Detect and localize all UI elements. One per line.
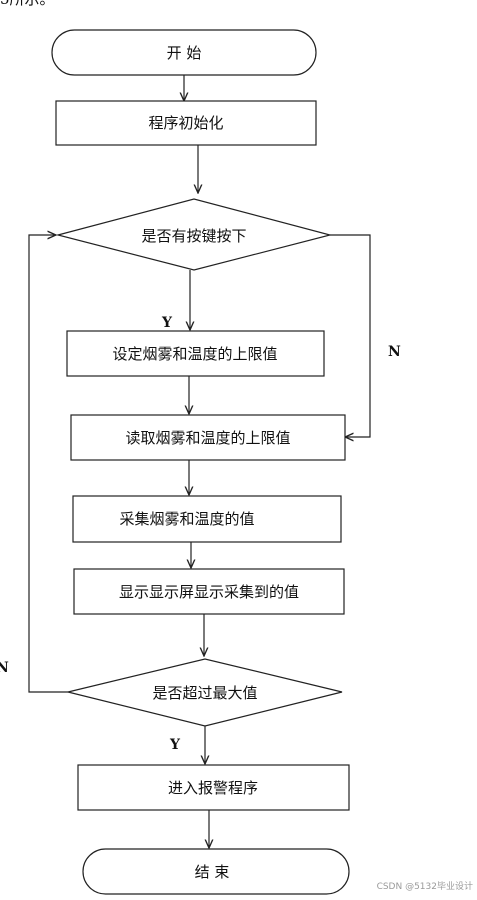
start-label: 开 始 — [167, 44, 202, 62]
init-label: 程序初始化 — [148, 114, 223, 132]
key-yes-label: Y — [161, 315, 173, 331]
alarm-process: 进入报警程序 — [77, 764, 350, 811]
display-process: 显示显示屏显示采集到的值 — [73, 568, 345, 615]
display-label: 显示显示屏显示采集到的值 — [119, 583, 299, 601]
exceed-max-decision: 是否超过最大值 — [67, 658, 343, 727]
max-no-label: N — [0, 660, 9, 676]
alarm-label: 进入报警程序 — [168, 779, 258, 797]
end-terminator: 结 束 — [82, 848, 350, 895]
key-pressed-label: 是否有按键按下 — [141, 227, 246, 245]
header-fragment: 5所示。 — [0, 0, 55, 8]
read-limit-process: 读取烟雾和温度的上限值 — [70, 414, 346, 461]
arrow-max-no — [28, 235, 68, 693]
read-limit-label: 读取烟雾和温度的上限值 — [125, 429, 290, 447]
set-limit-label: 设定烟雾和温度的上限值 — [112, 345, 277, 363]
collect-label: 采集烟雾和温度的值 — [119, 510, 254, 528]
set-limit-process: 设定烟雾和温度的上限值 — [66, 330, 325, 377]
init-process: 程序初始化 — [55, 100, 317, 146]
max-yes-label: Y — [169, 737, 181, 753]
collect-process: 采集烟雾和温度的值 — [72, 495, 342, 543]
exceed-max-label: 是否超过最大值 — [152, 684, 257, 702]
watermark: CSDN @5132毕业设计 — [377, 880, 473, 892]
arrow-key-no — [330, 234, 371, 437]
end-label: 结 束 — [195, 863, 230, 881]
start-terminator: 开 始 — [51, 29, 317, 76]
key-no-label: N — [388, 344, 401, 360]
key-pressed-decision: 是否有按键按下 — [55, 198, 333, 271]
